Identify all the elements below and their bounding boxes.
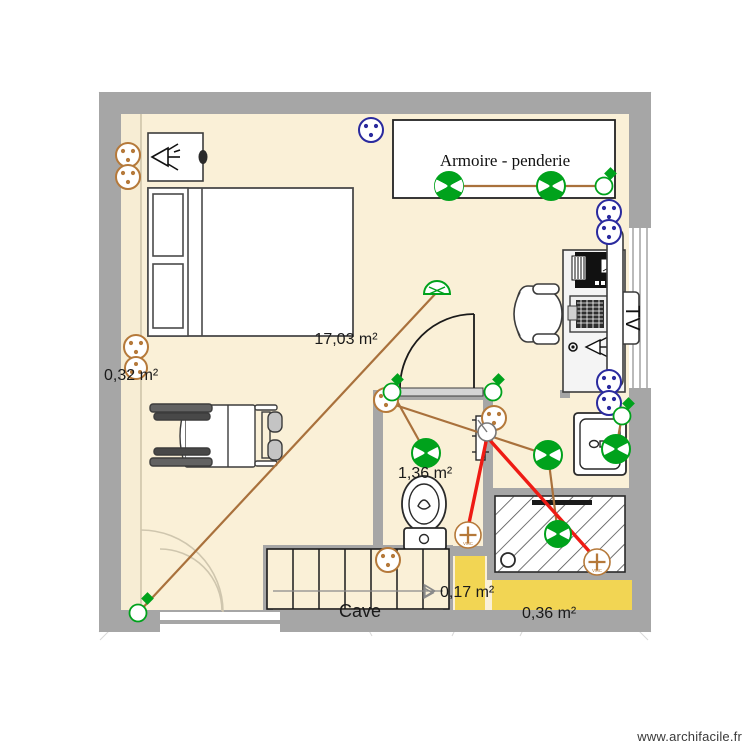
network-sockets-group (358, 117, 622, 416)
wall-bath-left (487, 488, 495, 580)
area-label-bathroom: 0,36 m² (522, 605, 577, 622)
door-bedroom (399, 313, 475, 389)
bedside-knob (198, 150, 208, 164)
wall-top (99, 92, 651, 114)
network-socket-desk-low-2[interactable] (596, 390, 622, 416)
network-socket-bedroom-top[interactable] (358, 117, 384, 143)
furniture-wheelchair (149, 403, 283, 468)
shower-bar (532, 500, 592, 505)
wall-light-bedroom-door[interactable] (422, 280, 452, 295)
ceiling-light-wardrobe-left[interactable] (434, 171, 464, 201)
wall-bath-bottom (487, 572, 633, 580)
wall-sink-nub (560, 390, 570, 398)
ceiling-light-wardrobe-right[interactable] (536, 171, 566, 201)
svg-text:TV: TV (621, 305, 643, 331)
area-label-wc: 1,36 m² (398, 465, 453, 482)
socket-bedroom-left-upper[interactable] (115, 142, 141, 168)
door-opening-entrance-1 (160, 612, 280, 620)
switch-bedroom-door-right[interactable] (483, 373, 505, 402)
wall-wc-left (373, 390, 383, 554)
svg-text:VMC: VMC (463, 541, 474, 546)
floor-highlight-bathroom (492, 578, 632, 610)
socket-corridor-lower[interactable] (124, 356, 148, 380)
ceiling-light-sink[interactable] (601, 434, 631, 464)
ceiling-light-wc[interactable] (411, 438, 441, 468)
socket-cave-stairs[interactable] (375, 547, 401, 573)
socket-bedroom-left-lower[interactable] (115, 164, 141, 190)
wall-wc-right (483, 390, 493, 554)
wardrobe-label: Armoire - penderie (440, 151, 570, 170)
stairs-cave (266, 548, 450, 610)
fixture-toilet (401, 475, 447, 551)
ceiling-lights-group (411, 171, 631, 548)
vmc-vent-shower[interactable]: VMC (582, 547, 612, 577)
switch-entry-bottom-left[interactable] (128, 592, 154, 623)
room-name-cave: Cave (339, 601, 381, 621)
wall-bath-right (625, 488, 633, 580)
wall-left (99, 92, 121, 632)
furniture-bedside-table (147, 132, 208, 182)
vmc-vent-wc[interactable]: VMC (453, 520, 483, 550)
ceiling-light-bathroom[interactable] (533, 440, 563, 470)
svg-text:VMC: VMC (592, 568, 603, 573)
area-label-chambre: 17,03 m² (314, 331, 378, 348)
watermark: www.archifacile.fr (637, 729, 742, 744)
passage-direction-arrow (423, 586, 435, 600)
wiring-red-vmc (466, 435, 599, 562)
furniture-chair (513, 283, 563, 345)
lamp-icon (150, 143, 181, 171)
door-entrance-swing (140, 529, 224, 613)
vmc-vents-group: VMC VMC (453, 520, 612, 577)
ceiling-light-shower[interactable] (544, 520, 572, 548)
door-opening-entrance-2 (160, 624, 280, 632)
floor-highlight-passage (455, 552, 485, 610)
network-socket-desk-top-2[interactable] (596, 219, 622, 245)
wall-bath-top (487, 488, 633, 496)
socket-corridor-upper[interactable] (123, 334, 149, 360)
area-label-passage: 0,17 m² (440, 584, 495, 601)
shower-drain (500, 552, 516, 568)
switch-bedroom-door-left[interactable] (382, 373, 404, 402)
area-label-couloir: 0,32 m² (104, 367, 159, 384)
furniture-column (606, 227, 624, 389)
switch-wc-ceiling[interactable] (477, 419, 497, 442)
furniture-bed (147, 187, 354, 337)
